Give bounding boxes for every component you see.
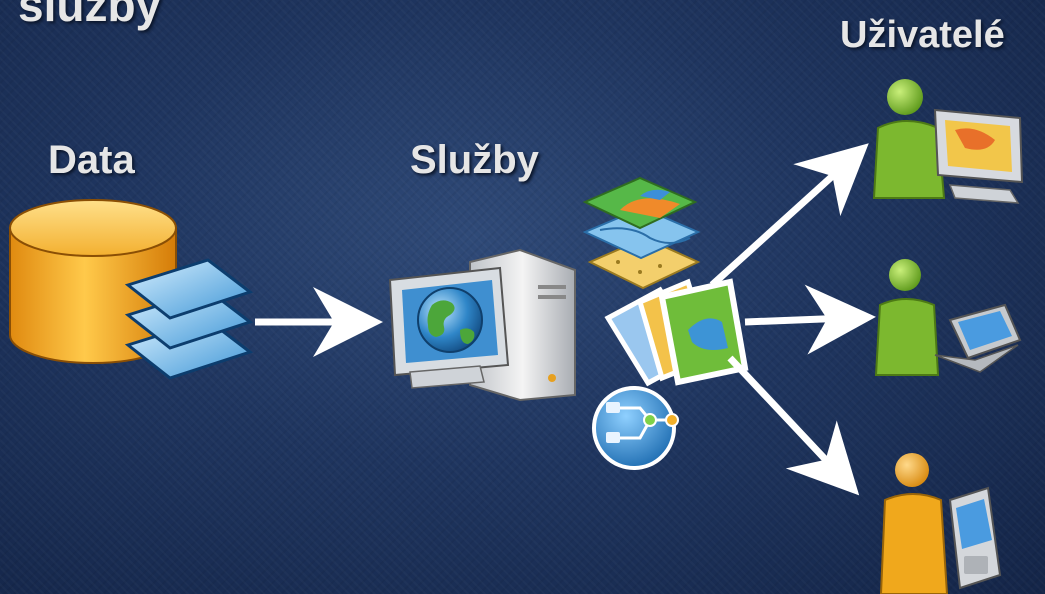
- arrow-to-mobile-user: [727, 355, 860, 496]
- services-label: Služby: [410, 138, 539, 182]
- mobile-user-icon: [879, 453, 1002, 594]
- arrow-to-desktop-user: [709, 143, 869, 288]
- data-layers-icon: [124, 258, 254, 380]
- workflow-icon: [592, 386, 679, 470]
- data-label: Data: [48, 138, 135, 182]
- globe-icon: [417, 287, 483, 353]
- map-layers-icon: [582, 176, 701, 290]
- desktop-user-icon: [872, 79, 1024, 204]
- users-label: Uživatelé: [840, 14, 1005, 56]
- arrow-to-laptop-user: [744, 284, 876, 355]
- slide-title-partial: služby: [18, 0, 162, 31]
- laptop-user-icon: [874, 259, 1022, 376]
- images-icon: [604, 278, 749, 387]
